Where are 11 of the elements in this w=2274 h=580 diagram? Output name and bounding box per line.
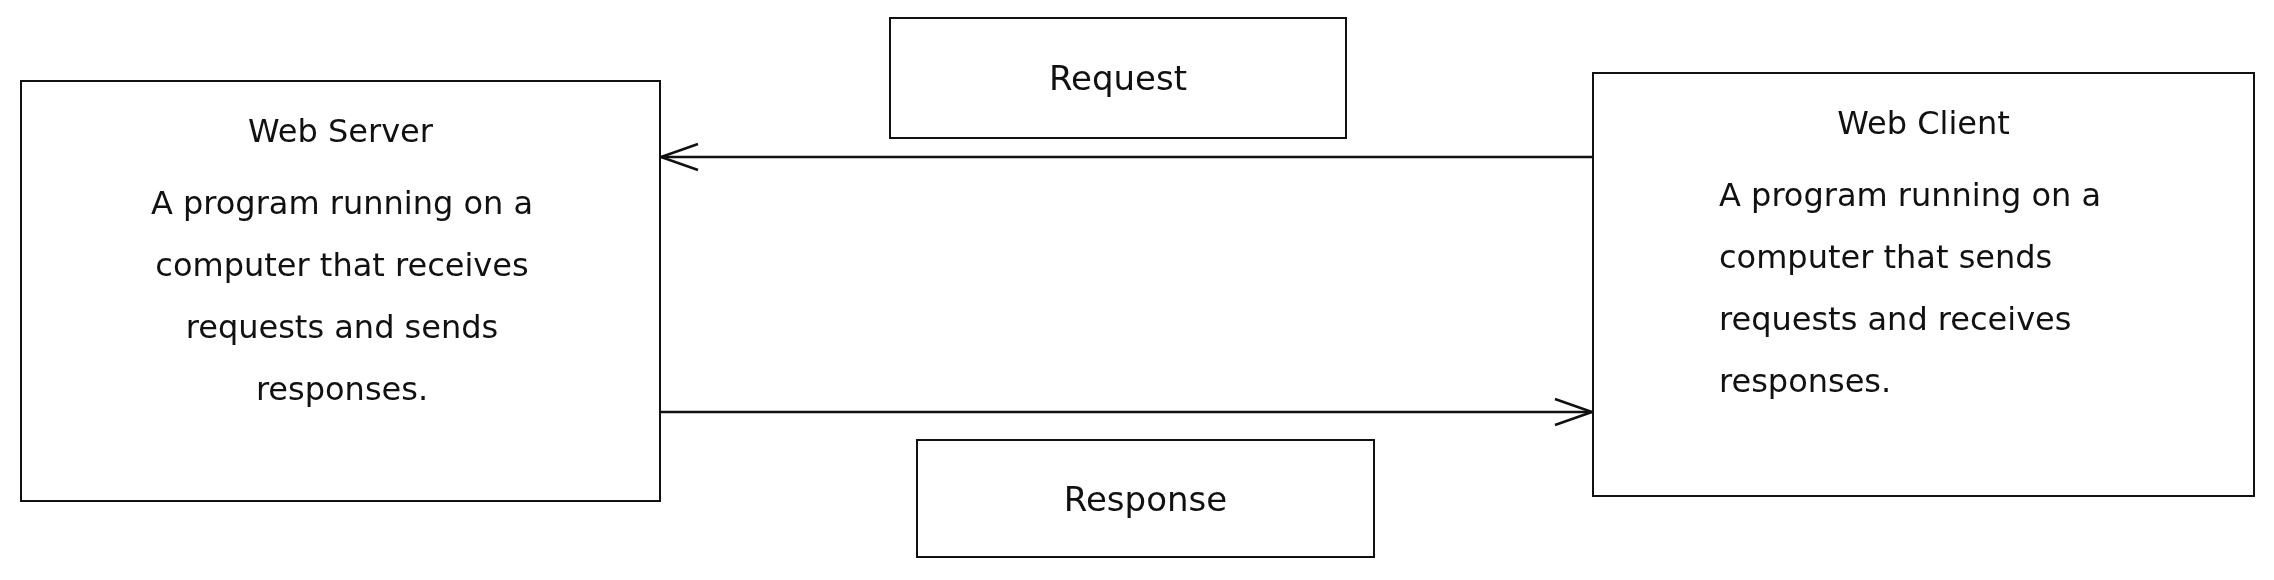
label-box <box>916 439 1375 558</box>
label-text: Request <box>1047 57 1189 100</box>
description-text: A program running on a computer that sends requests and receives responses. <box>1719 175 2103 402</box>
description-text: A program running on a computer that receives requests and sends responses. <box>149 183 535 410</box>
box-title: Web Client <box>1836 104 2011 142</box>
box-title: Web Server <box>247 112 434 150</box>
label-box <box>889 17 1347 139</box>
component-box <box>1592 72 2255 497</box>
arrow <box>661 397 1594 427</box>
label-text: Response <box>1062 477 1229 521</box>
component-box <box>20 80 661 502</box>
